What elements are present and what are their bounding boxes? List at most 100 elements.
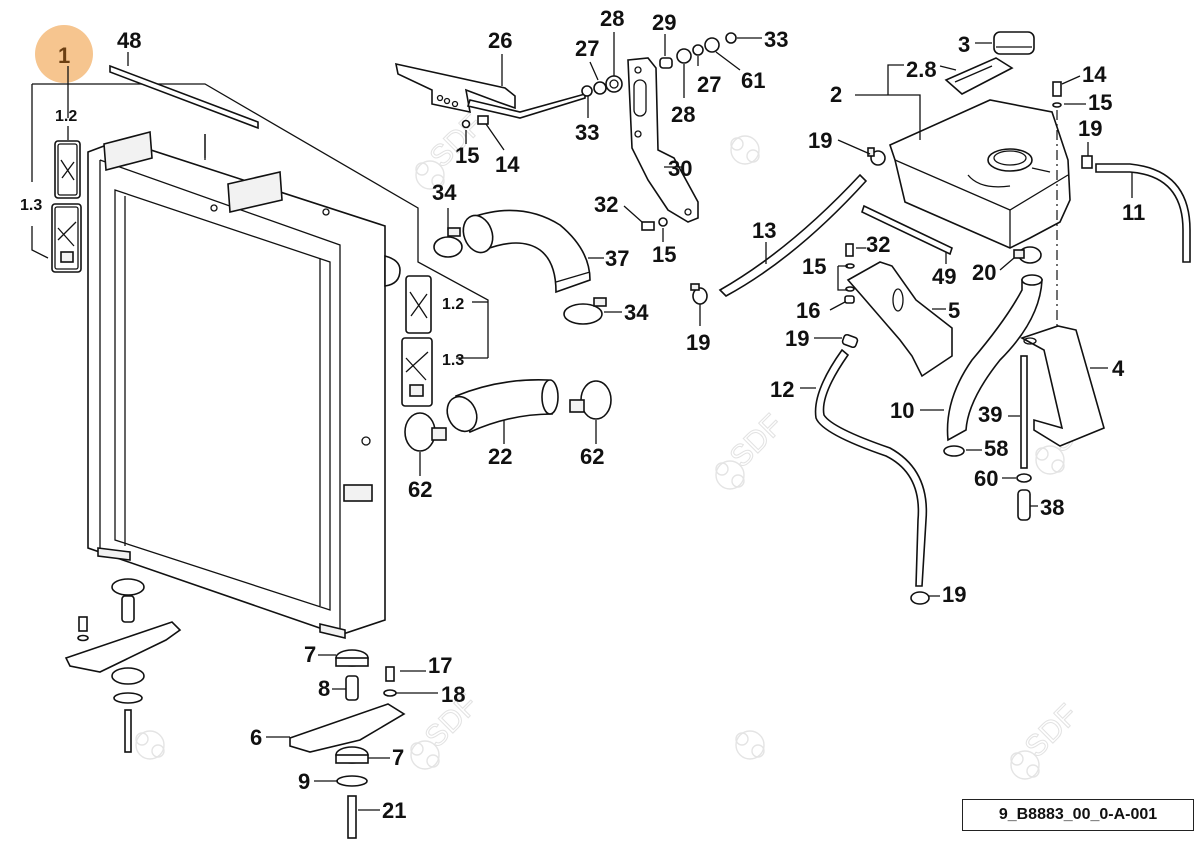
callout-1-2[interactable]: 1.2 xyxy=(55,108,77,125)
bolt-39[interactable] xyxy=(1020,355,1028,469)
decal-1-2-right[interactable] xyxy=(405,275,432,334)
seal-strip-48[interactable] xyxy=(109,64,259,130)
callout-16[interactable]: 16 xyxy=(796,298,820,323)
washer-61[interactable] xyxy=(704,37,720,53)
decal-1-2[interactable] xyxy=(54,140,81,199)
callout-29[interactable]: 29 xyxy=(652,10,676,35)
callout-19d[interactable]: 19 xyxy=(785,326,809,351)
callout-17[interactable]: 17 xyxy=(428,653,452,678)
callout-6[interactable]: 6 xyxy=(250,725,262,750)
callout-2-8[interactable]: 2.8 xyxy=(906,57,937,82)
spacer-29[interactable] xyxy=(659,57,673,69)
callout-32a[interactable]: 32 xyxy=(594,192,618,217)
callout-21[interactable]: 21 xyxy=(382,798,406,823)
callout-33b[interactable]: 33 xyxy=(764,27,788,52)
callout-33a[interactable]: 33 xyxy=(575,120,599,145)
washer-15[interactable] xyxy=(461,119,471,129)
bracket-30[interactable] xyxy=(627,57,699,223)
callout-20[interactable]: 20 xyxy=(972,260,996,285)
callout-60[interactable]: 60 xyxy=(974,466,998,491)
washer-28[interactable] xyxy=(605,75,623,93)
nut-33[interactable] xyxy=(581,85,593,97)
spacer-38[interactable] xyxy=(1017,489,1031,521)
bolt-32[interactable] xyxy=(641,221,655,231)
cap-3[interactable] xyxy=(993,31,1035,55)
callout-14b[interactable]: 14 xyxy=(1082,62,1107,87)
clamp-19e[interactable] xyxy=(910,591,930,605)
callout-32b[interactable]: 32 xyxy=(866,232,890,257)
bracket-4[interactable] xyxy=(1020,325,1105,447)
callout-27a[interactable]: 27 xyxy=(575,36,599,61)
washer-15b[interactable] xyxy=(658,217,668,227)
callout-12[interactable]: 12 xyxy=(770,377,794,402)
callout-5[interactable]: 5 xyxy=(948,298,960,323)
callout-2[interactable]: 2 xyxy=(830,82,842,107)
clamp-19b[interactable] xyxy=(867,147,886,166)
bracket-5[interactable] xyxy=(846,261,953,378)
callout-34a[interactable]: 34 xyxy=(432,180,457,205)
bolt-21[interactable] xyxy=(347,795,357,839)
callout-15a[interactable]: 15 xyxy=(455,143,479,168)
rubber-mount-7a[interactable] xyxy=(335,649,369,667)
nut-33b[interactable] xyxy=(725,32,737,44)
callout-27b[interactable]: 27 xyxy=(697,72,721,97)
callout-3[interactable]: 3 xyxy=(958,32,970,57)
callout-19c[interactable]: 19 xyxy=(1078,116,1102,141)
hose-11[interactable] xyxy=(1095,163,1191,263)
item-1-highlight[interactable] xyxy=(35,25,93,83)
callout-30[interactable]: 30 xyxy=(668,156,692,181)
clamp-20[interactable] xyxy=(1013,246,1042,264)
washer-9[interactable] xyxy=(336,775,368,787)
callout-15c[interactable]: 15 xyxy=(1088,90,1112,115)
decal-2-8[interactable] xyxy=(944,57,1014,95)
callout-14a[interactable]: 14 xyxy=(495,152,520,177)
callout-28b[interactable]: 28 xyxy=(671,102,695,127)
callout-58[interactable]: 58 xyxy=(984,436,1008,461)
callout-19b[interactable]: 19 xyxy=(808,128,832,153)
bracket-26[interactable] xyxy=(394,62,586,119)
clamp-34a[interactable] xyxy=(433,227,463,258)
callout-1[interactable]: 1 xyxy=(58,43,70,68)
spacer-8[interactable] xyxy=(345,675,359,701)
hose-37[interactable] xyxy=(458,209,591,294)
callout-38[interactable]: 38 xyxy=(1040,495,1064,520)
callout-48[interactable]: 48 xyxy=(117,28,141,53)
clamp-34b[interactable] xyxy=(563,297,607,325)
callout-7b[interactable]: 7 xyxy=(392,745,404,770)
callout-1-2-right[interactable]: 1.2 xyxy=(442,296,464,313)
expansion-tank-2[interactable] xyxy=(889,99,1071,249)
bolt-17[interactable] xyxy=(385,666,395,682)
callout-62a[interactable]: 62 xyxy=(580,444,604,469)
callout-8[interactable]: 8 xyxy=(318,676,330,701)
radiator-1[interactable] xyxy=(87,130,401,640)
washer-60[interactable] xyxy=(1016,473,1032,483)
bolt-14b[interactable] xyxy=(1052,81,1062,97)
hose-12[interactable] xyxy=(814,348,928,587)
callout-13[interactable]: 13 xyxy=(752,218,776,243)
callout-4[interactable]: 4 xyxy=(1112,356,1125,381)
decal-1-3-right[interactable] xyxy=(401,337,433,407)
callout-15d[interactable]: 15 xyxy=(802,254,826,279)
clamp-62b[interactable] xyxy=(569,380,612,420)
bolt-32b[interactable] xyxy=(845,243,854,257)
callout-19e[interactable]: 19 xyxy=(942,582,966,607)
callout-15b[interactable]: 15 xyxy=(652,242,676,267)
hose-13[interactable] xyxy=(718,173,868,297)
callout-26[interactable]: 26 xyxy=(488,28,512,53)
callout-19a[interactable]: 19 xyxy=(686,330,710,355)
callout-7a[interactable]: 7 xyxy=(304,642,316,667)
clamp-19a[interactable] xyxy=(690,283,708,305)
washer-18[interactable] xyxy=(383,689,397,697)
callout-9[interactable]: 9 xyxy=(298,769,310,794)
washer-15c[interactable] xyxy=(1052,102,1062,108)
callout-18[interactable]: 18 xyxy=(441,682,465,707)
plate-6[interactable] xyxy=(289,703,406,753)
callout-34b[interactable]: 34 xyxy=(624,300,649,325)
callout-28a[interactable]: 28 xyxy=(600,6,624,31)
hose-49[interactable] xyxy=(861,204,953,256)
hose-10[interactable] xyxy=(946,279,1043,442)
callout-11[interactable]: 11 xyxy=(1122,200,1145,225)
rubber-mount-7b[interactable] xyxy=(335,746,369,764)
callout-61[interactable]: 61 xyxy=(741,68,765,93)
callout-37[interactable]: 37 xyxy=(605,246,629,271)
